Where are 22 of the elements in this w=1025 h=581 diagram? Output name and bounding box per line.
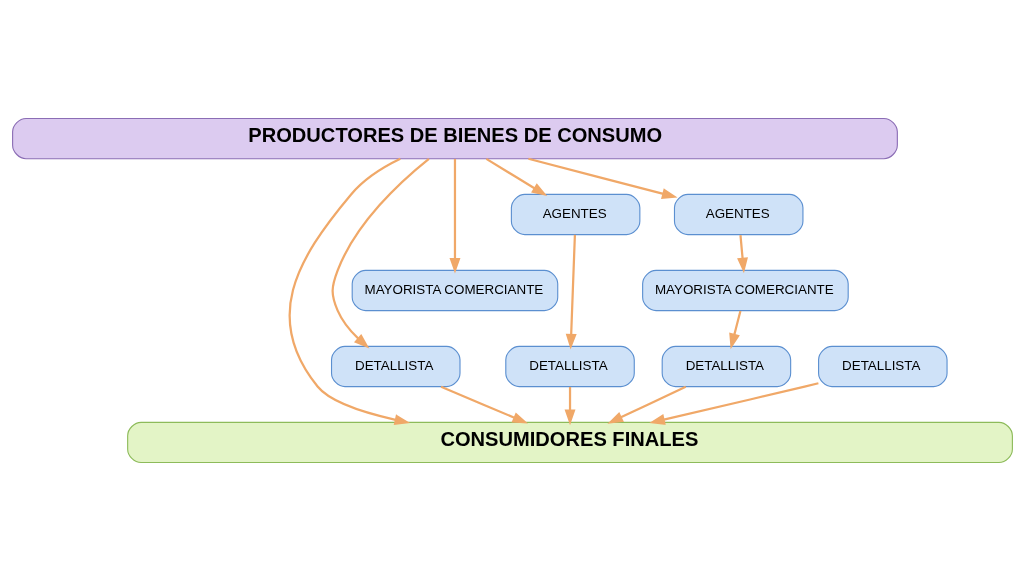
node-box: CONSUMIDORES FINALES	[127, 421, 1013, 464]
arrow	[649, 382, 819, 425]
arrow	[331, 158, 430, 349]
node-box: DETALLISTA	[818, 345, 948, 388]
node-box: MAYORISTA COMERCIANTE	[351, 269, 559, 312]
arrow	[449, 158, 461, 274]
arrow	[737, 234, 748, 274]
arrow	[607, 385, 687, 424]
arrow	[440, 385, 529, 424]
node-box: AGENTES	[673, 193, 804, 236]
node-box: DETALLISTA	[505, 345, 635, 388]
arrow	[565, 234, 577, 350]
node-box: DETALLISTA	[661, 345, 792, 388]
arrow	[288, 157, 411, 426]
node-box: DETALLISTA	[330, 345, 461, 388]
arrow	[564, 386, 576, 426]
arrow	[485, 157, 548, 197]
arrow	[528, 157, 678, 199]
node-box: PRODUCTORES DE BIENES DE CONSUMO	[12, 117, 898, 160]
node-box: MAYORISTA COMERCIANTE	[642, 269, 849, 312]
node-box: AGENTES	[510, 193, 641, 236]
arrow	[729, 310, 742, 350]
